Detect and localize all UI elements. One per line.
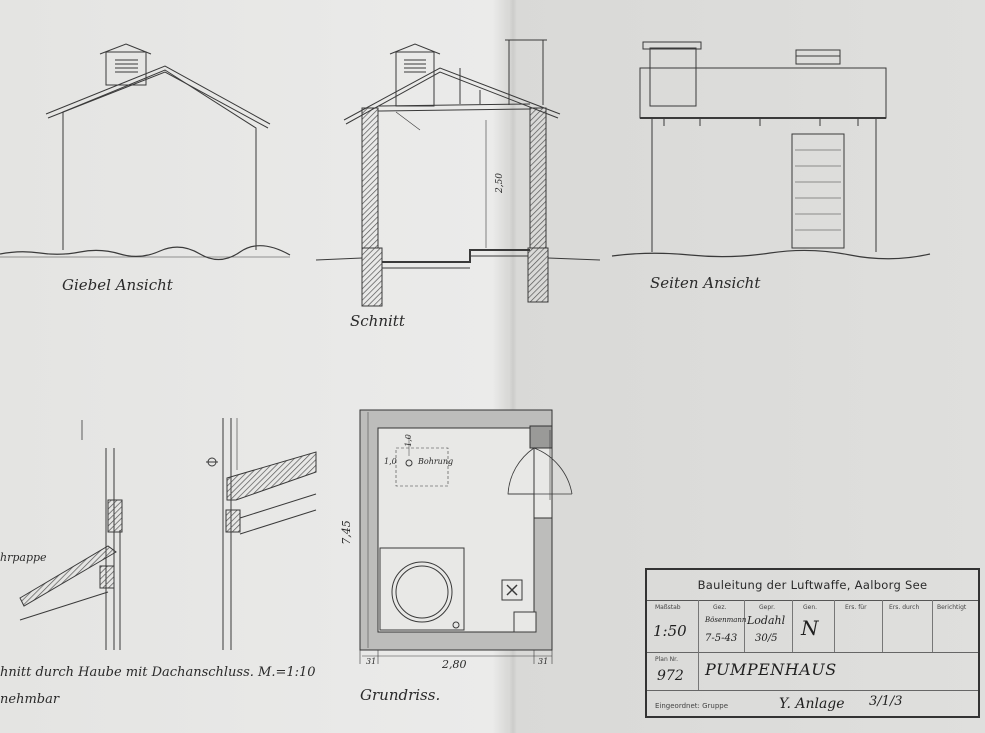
side-view-label: Seiten Ansicht <box>650 274 761 292</box>
gepr-name: Lodahl <box>747 614 786 627</box>
scale-value: 1:50 <box>653 622 687 640</box>
floor-plan-label: Grundriss. <box>360 686 441 704</box>
signature: N <box>801 616 819 640</box>
col-gepr: Gepr. <box>759 604 775 611</box>
paper-fold <box>509 0 517 733</box>
title-block-heading: Bauleitung der Luftwaffe, Aalborg See <box>647 570 978 601</box>
detail-caption-2: nehmbar <box>0 692 60 707</box>
gepr-date: 30/5 <box>755 633 778 644</box>
detail-view <box>19 418 317 650</box>
title-block-row-plan: Plan Nr. 972 PUMPENHAUS <box>647 652 978 691</box>
col-ers-fuer: Ers. für <box>845 604 867 611</box>
bohrung-y-dimension: 1,0 <box>403 434 413 447</box>
width-dimension: 2,80 <box>442 658 467 671</box>
detail-caption: hnitt durch Haube mit Dachanschluss. M.=… <box>0 665 316 680</box>
bohrung-label: Bohrung <box>418 457 454 466</box>
plan-nr-label: Plan Nr. <box>655 656 678 663</box>
col-gen: Gen. <box>803 604 818 611</box>
side-view <box>611 41 931 260</box>
bohrung-x-dimension: 1,0 <box>384 457 397 466</box>
col-massstab: Maßstab <box>655 604 681 611</box>
wall-right-dimension: 31 <box>538 657 549 666</box>
col-berichtigt: Berichtigt <box>937 604 967 611</box>
title-block: Bauleitung der Luftwaffe, Aalborg See Ma… <box>645 568 980 718</box>
anlage-number: 3/1/3 <box>869 694 903 709</box>
section-view <box>315 39 601 307</box>
gable-view <box>0 43 291 261</box>
title-block-row-group: Eingeordnet: Gruppe Y. Anlage 3/1/3 <box>647 690 978 718</box>
anlage-value: Y. Anlage <box>779 696 845 712</box>
plan-number: 972 <box>657 668 684 684</box>
gez-date: 7-5-43 <box>705 633 738 644</box>
floor-plan <box>359 409 573 664</box>
depth-dimension: 7,45 <box>339 520 353 545</box>
wall-left-dimension: 31 <box>366 657 377 666</box>
eingeordnet-label: Eingeordnet: Gruppe <box>655 702 729 710</box>
section-view-label: Schnitt <box>350 312 405 330</box>
col-gez: Gez. <box>713 604 727 611</box>
height-dimension: 2,50 <box>495 172 506 194</box>
title-block-row-scale: Maßstab Gez. Gepr. Gen. Ers. für Ers. du… <box>647 600 978 653</box>
detail-pipe-label: hrpappe <box>0 551 47 564</box>
gable-view-label: Giebel Ansicht <box>62 276 173 294</box>
plan-name: PUMPENHAUS <box>705 660 837 679</box>
gez-name: Bösenmann <box>705 616 747 624</box>
col-ers-durch: Ers. durch <box>889 604 920 611</box>
